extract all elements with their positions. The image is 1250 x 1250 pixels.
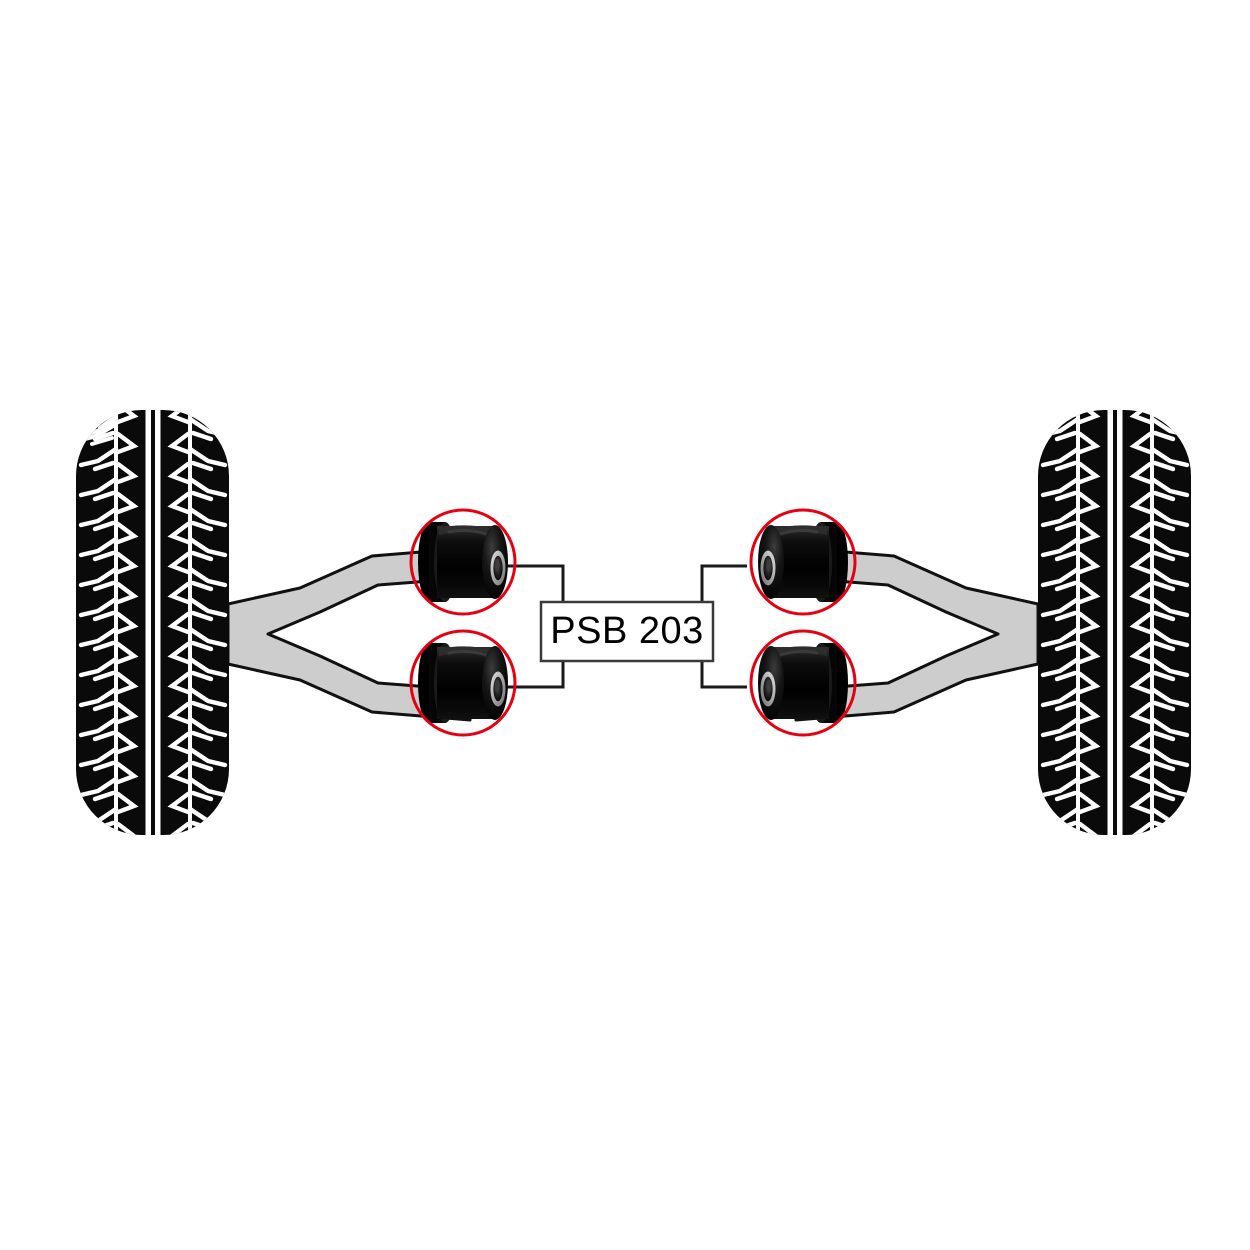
leader-line-lower-left (507, 661, 565, 689)
part-number-label-box (539, 600, 715, 663)
leader-lines (507, 564, 747, 689)
highlight-circle-upper-left (409, 508, 517, 616)
highlight-circle-lower-left (409, 629, 517, 737)
wheel-right (1038, 410, 1191, 835)
highlight-circle-upper-right (749, 508, 857, 616)
wheel-right-tread-pattern (1040, 410, 1190, 835)
part-number-label-text: PSB 203 (550, 610, 704, 652)
wheel-left (76, 410, 229, 835)
highlight-circle-lower-right (749, 629, 857, 737)
leader-line-lower-right (700, 661, 747, 689)
wheel-right-tread-block (1038, 410, 1191, 835)
bushing-lower-left (416, 641, 510, 725)
part-number-label: PSB 203 (539, 600, 715, 663)
bushing-upper-right (756, 520, 850, 604)
leader-line-upper-left (507, 564, 565, 602)
wheel-left-tread-block (76, 410, 229, 835)
highlight-circles (409, 508, 857, 737)
bushing-lower-right (756, 641, 850, 725)
wheel-left-tread-pattern (77, 410, 228, 835)
leader-line-upper-right (700, 564, 747, 602)
bushing-upper-left (416, 520, 510, 604)
